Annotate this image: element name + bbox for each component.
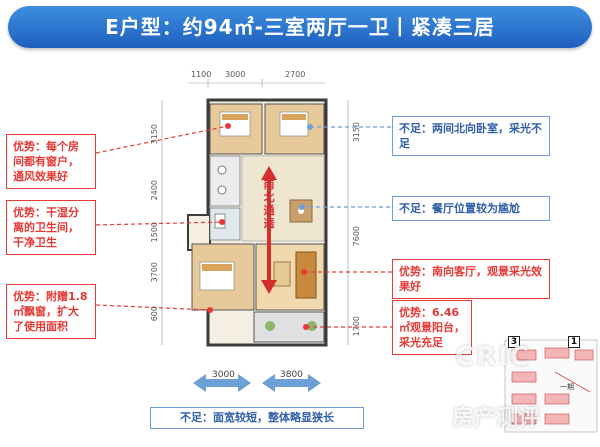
dim-right-1: 3150 — [352, 122, 361, 143]
callout-narrow-width: 不足：面宽较短，整体略显狭长 — [150, 407, 364, 429]
callout-windows: 优势：每个房间都有窗户，通风效果好 — [6, 134, 96, 189]
dim-bottom-1: 3000 — [212, 370, 235, 380]
watermark-sub: 房产测评 — [452, 406, 541, 431]
callout-bay-window: 优势：附赠1.8㎡飘窗，扩大了使用面积 — [6, 284, 96, 339]
page-title: E户型：约94㎡-三室两厅一卫丨紧凑三居 — [8, 6, 592, 48]
callout-bathroom: 优势：干湿分离的卫生间，干净卫生 — [6, 200, 96, 255]
dim-top-1: 1100 — [191, 70, 212, 79]
dim-top-2: 3000 — [225, 70, 246, 79]
watermark-logo: CRIC — [455, 342, 531, 372]
dim-left-4: 3700 — [150, 262, 159, 283]
dim-left-1: 3150 — [150, 124, 159, 145]
site-marker-1: 1 — [568, 336, 580, 348]
dim-right-2: 7600 — [352, 226, 361, 247]
site-marker-3: 3 — [508, 336, 520, 348]
callout-dining: 不足：餐厅位置较为尴尬 — [392, 196, 550, 221]
dim-left-2: 2400 — [150, 180, 159, 201]
dim-bottom-2: 3800 — [280, 370, 303, 380]
dim-top-3: 2700 — [285, 70, 306, 79]
dim-right-3: 1700 — [352, 316, 361, 337]
callout-living-room: 优势：南向客厅，观景采光效果好 — [392, 259, 550, 299]
corridor-label: 南北通透 — [263, 178, 275, 230]
dim-left-3: 1500 — [150, 222, 159, 243]
callout-north-bedrooms: 不足：两间北向卧室，采光不足 — [392, 116, 550, 156]
site-plan-label: 一期 — [560, 383, 574, 391]
callout-balcony: 优势：6.46㎡观景阳台，采光充足 — [392, 300, 472, 355]
dim-left-5: 600 — [150, 306, 159, 322]
